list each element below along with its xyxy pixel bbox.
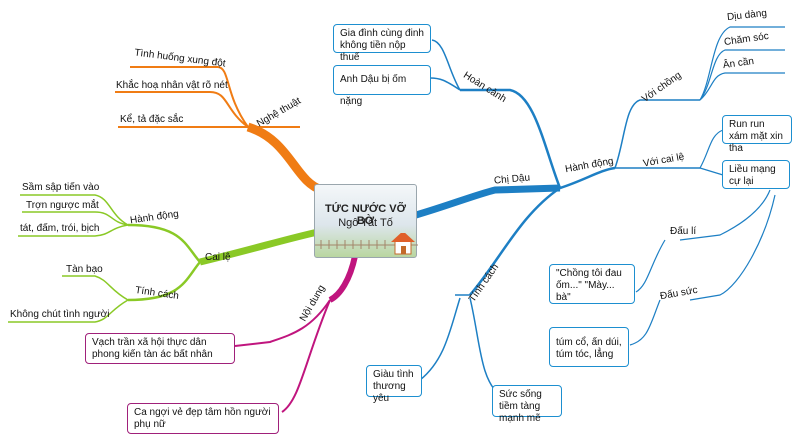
dau-li-quote[interactable]: "Chồng tôi đau ốm..." "Mày... bà"	[549, 264, 635, 304]
voi-cai-le-item-1[interactable]: Run run xám mặt xin tha	[722, 115, 792, 144]
noi-dung-item-2[interactable]: Ca ngợi vẻ đẹp tâm hồn người phụ nữ	[127, 403, 279, 434]
hanh-dong-dau-li[interactable]: Đấu lí	[670, 226, 696, 238]
hoan-canh-item-1[interactable]: Gia đình cùng đinh không tiền nộp thuế	[333, 24, 431, 53]
dau-suc-text[interactable]: túm cổ, ấn dúi, túm tóc, lẳng	[549, 327, 629, 367]
cai-le-tc-item-2[interactable]: Không chút tình người	[10, 309, 109, 321]
noi-dung-item-1[interactable]: Vạch trần xã hội thực dân phong kiến tàn…	[85, 333, 235, 364]
cai-le-hd-item-2[interactable]: Trợn ngược mắt	[26, 200, 99, 212]
nghe-thuat-item-3[interactable]: Kể, tả đặc sắc	[120, 114, 183, 126]
nghe-thuat-item-2[interactable]: Khắc hoạ nhân vật rõ nét	[116, 80, 228, 92]
tinh-cach-item-2[interactable]: Sức sống tiềm tàng mạnh mẽ	[492, 385, 562, 417]
voi-cai-le-item-2[interactable]: Liều mạng cự lại	[722, 160, 790, 189]
hoan-canh-item-2[interactable]: Anh Dậu bị ốm nặng	[333, 65, 431, 95]
branch-cai-le[interactable]: Cai lệ	[205, 252, 231, 264]
cai-le-hd-item-3[interactable]: tát, đấm, trói, bịch	[20, 223, 99, 235]
cai-le-hd-item-1[interactable]: Sầm sập tiến vào	[22, 182, 99, 194]
central-topic[interactable]: TỨC NƯỚC VỠ BỜ Ngô Tất Tố	[314, 184, 417, 258]
house-icon	[315, 233, 418, 259]
magenta-branch-lines	[235, 256, 355, 412]
central-subtitle: Ngô Tất Tố	[315, 217, 416, 229]
tinh-cach-item-1[interactable]: Giàu tình thương yêu	[366, 365, 422, 397]
cai-le-tc-item-1[interactable]: Tàn bạo	[66, 264, 103, 276]
